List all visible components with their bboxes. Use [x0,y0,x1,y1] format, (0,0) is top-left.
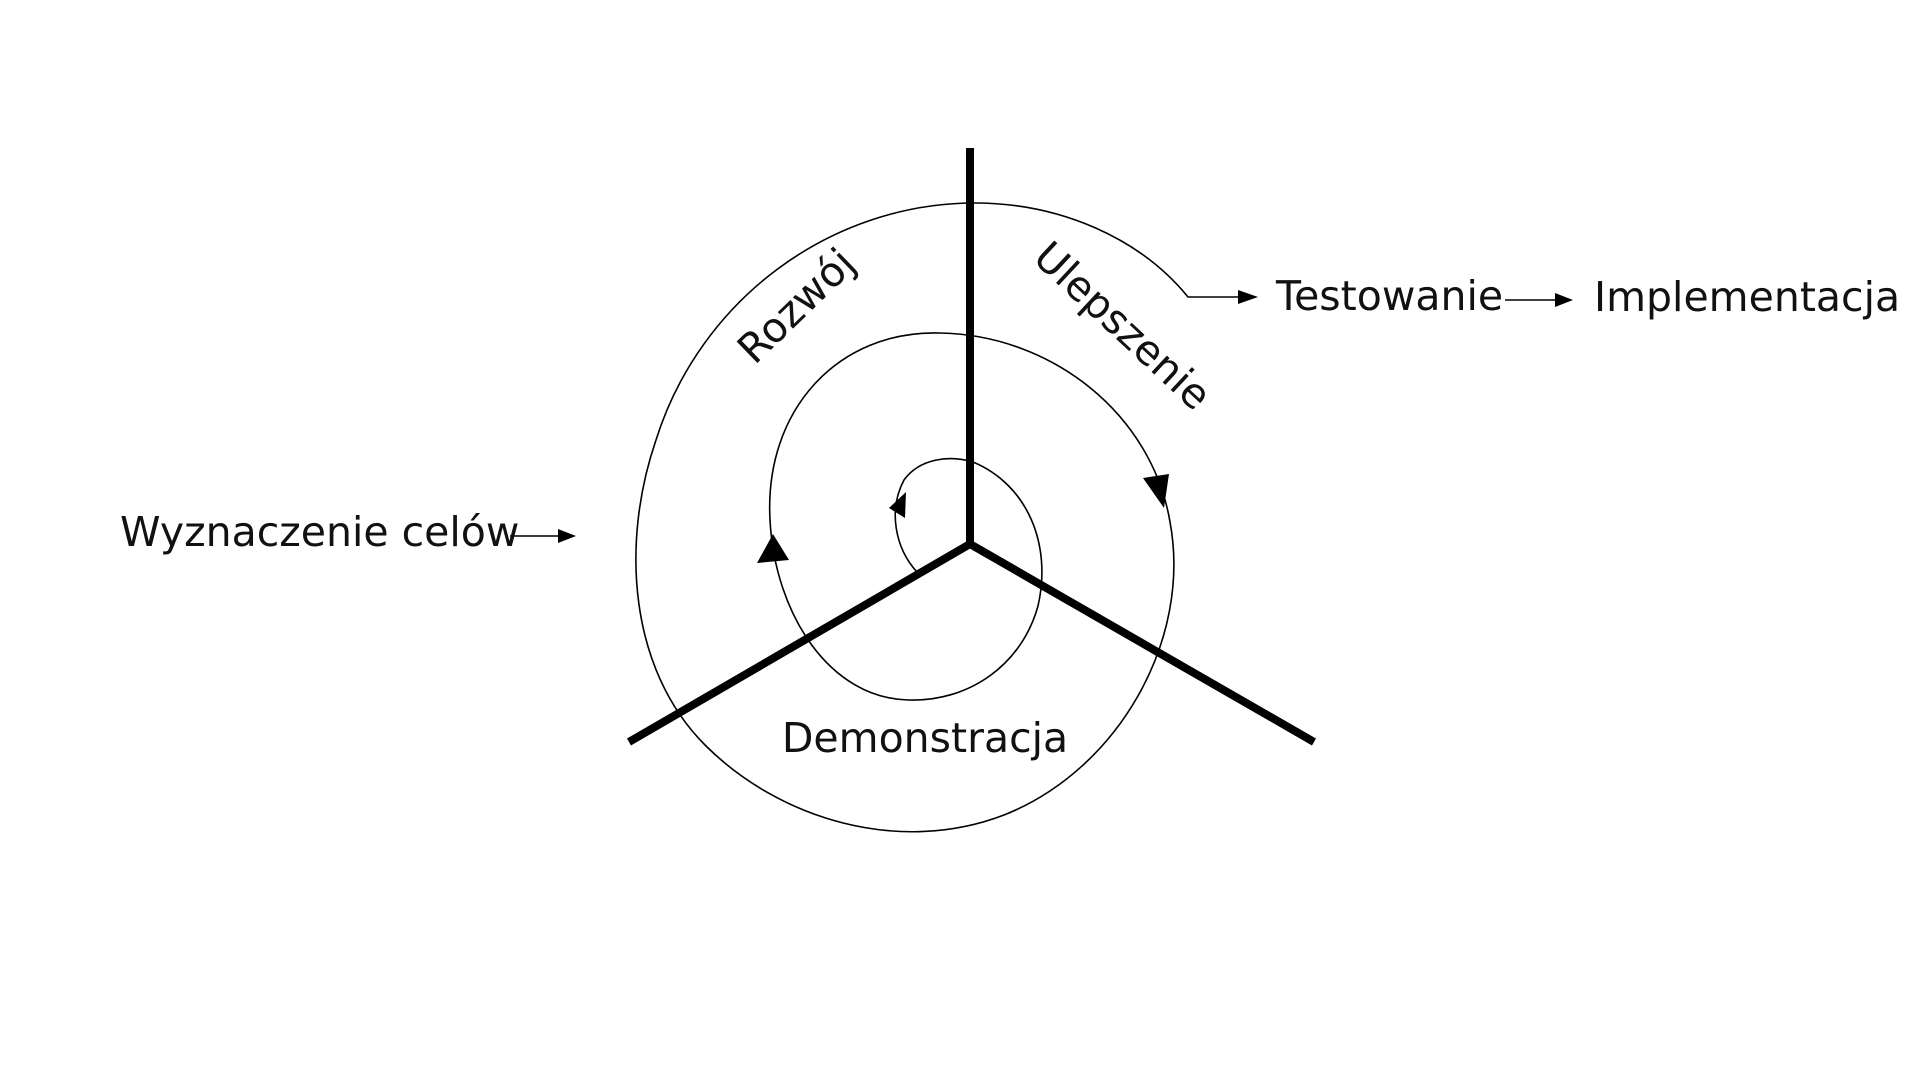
start-label: Wyznaczenie celów [120,508,519,556]
spiral-arrowhead-left [757,534,789,563]
phase-label-top-right: Ulepszenie [1025,232,1221,419]
start-arrow [510,529,576,543]
exit-arrow-1 [1238,290,1258,304]
exit-step-testing: Testowanie [1275,272,1503,320]
exit-arrow-2 [1505,293,1573,307]
axis-lower-left [626,540,973,746]
phase-label-top-left: Rozwój [728,239,864,373]
exit-step-implementation: Implementacja [1594,273,1900,321]
phase-axes [626,148,1316,746]
axis-lower-right [968,540,1316,746]
spiral-arrowhead-inner [889,492,906,518]
spiral-path [635,202,1240,833]
phase-label-bottom: Demonstracja [782,714,1068,762]
spiral-arrowhead-right [1143,474,1169,508]
